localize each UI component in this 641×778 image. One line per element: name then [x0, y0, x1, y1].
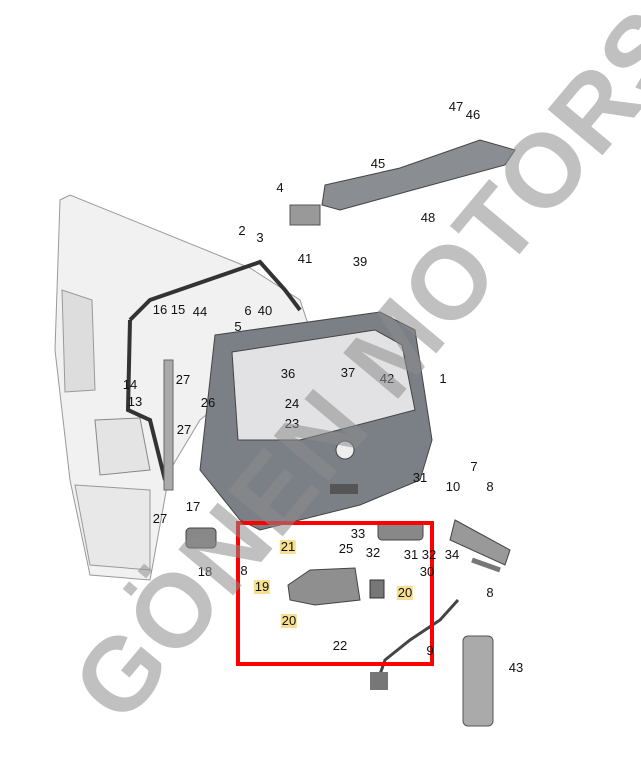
car-body-outline	[54, 194, 311, 581]
part-label-8: 8	[486, 479, 494, 494]
part-label-9: 9	[426, 643, 434, 658]
gas-strut	[163, 359, 174, 491]
part-label-13: 13	[127, 394, 143, 409]
part-label-6: 6	[244, 303, 252, 318]
part-label-10: 10	[445, 479, 461, 494]
part-label-45: 45	[370, 156, 386, 171]
part-label-16: 16	[152, 302, 168, 317]
part-label-20: 20	[396, 585, 414, 600]
part-label-18: 18	[197, 564, 213, 579]
highlight-frame	[236, 521, 434, 666]
part-label-42: 42	[379, 371, 395, 386]
part-label-1: 1	[439, 371, 447, 386]
part-label-32: 32	[421, 547, 437, 562]
part-label-25: 25	[338, 541, 354, 556]
part-label-3: 3	[256, 230, 264, 245]
bumper	[74, 484, 151, 571]
part-label-7: 7	[470, 459, 478, 474]
part-label-37: 37	[340, 365, 356, 380]
part-label-27: 27	[175, 372, 191, 387]
lock-cylinder	[449, 519, 511, 566]
lubricant-tube	[462, 635, 494, 727]
part-label-27: 27	[152, 511, 168, 526]
part-label-2: 2	[238, 223, 246, 238]
part-label-30: 30	[419, 564, 435, 579]
tail-light	[94, 417, 151, 476]
hinge	[289, 204, 321, 226]
part-label-26: 26	[200, 395, 216, 410]
plate-recess	[330, 484, 358, 494]
part-label-5: 5	[234, 319, 242, 334]
part-label-14: 14	[122, 377, 138, 392]
side-window	[61, 289, 96, 393]
part-label-22: 22	[332, 638, 348, 653]
spoiler	[321, 139, 516, 211]
part-label-47: 47	[448, 99, 464, 114]
part-label-27: 27	[176, 422, 192, 437]
part-label-15: 15	[170, 302, 186, 317]
part-label-4: 4	[276, 180, 284, 195]
part-label-32: 32	[365, 545, 381, 560]
part-label-41: 41	[297, 251, 313, 266]
part-label-17: 17	[185, 499, 201, 514]
part-label-43: 43	[508, 660, 524, 675]
part-label-40: 40	[257, 303, 273, 318]
door-seal	[128, 259, 302, 322]
part-label-48: 48	[420, 210, 436, 225]
part-label-8: 8	[486, 585, 494, 600]
part-label-24: 24	[284, 396, 300, 411]
part-label-46: 46	[465, 107, 481, 122]
part-label-33: 33	[350, 526, 366, 541]
part-label-8: 8	[240, 563, 248, 578]
key	[471, 557, 501, 573]
part-label-36: 36	[280, 366, 296, 381]
door-seal-side	[125, 319, 167, 481]
part-label-20: 20	[280, 613, 298, 628]
release-cable	[376, 598, 460, 681]
part-label-23: 23	[284, 416, 300, 431]
part-label-31: 31	[412, 470, 428, 485]
part-label-21: 21	[279, 539, 297, 554]
part-label-34: 34	[444, 547, 460, 562]
part-label-19: 19	[253, 579, 271, 594]
part-label-44: 44	[192, 304, 208, 319]
washer-pump	[185, 527, 217, 549]
microswitch	[369, 579, 385, 599]
lock-mechanism	[287, 567, 361, 606]
vw-emblem	[335, 440, 355, 460]
rear-window	[231, 329, 416, 441]
cable-connector	[370, 672, 388, 690]
part-label-31: 31	[403, 547, 419, 562]
part-label-39: 39	[352, 254, 368, 269]
